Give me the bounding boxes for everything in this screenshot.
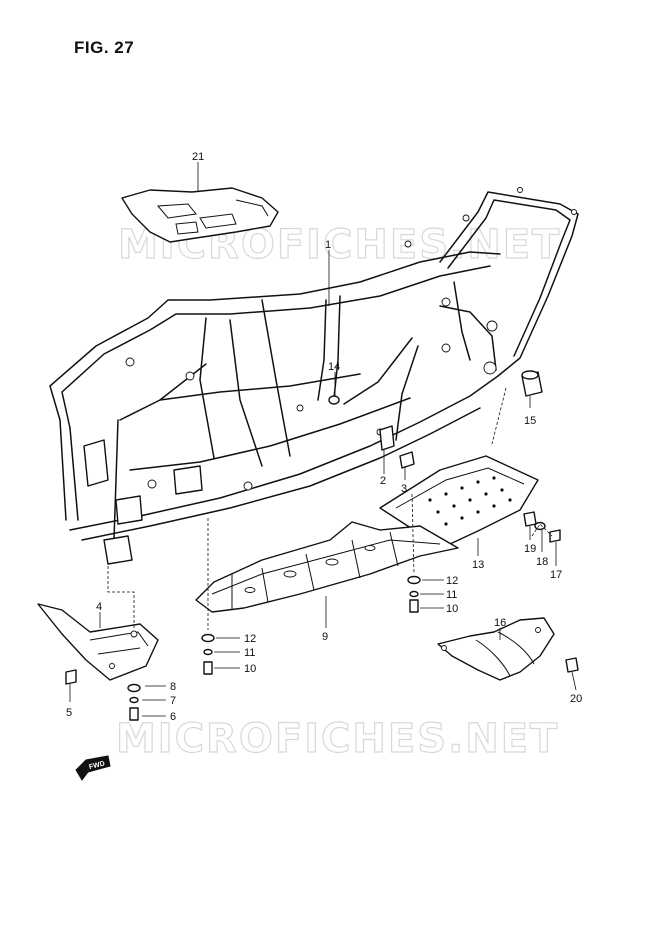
callout-21: 20 xyxy=(570,693,582,705)
callout-2: 2 xyxy=(380,475,386,487)
callout-6: 6 xyxy=(170,711,176,723)
part-16-collar xyxy=(523,511,537,527)
part-5-bolt xyxy=(65,669,77,685)
callout-12-right: 12 xyxy=(446,575,458,587)
part-3-bolt xyxy=(399,451,415,469)
part-10-bolt-center xyxy=(203,661,213,675)
callout-11-right: 11 xyxy=(446,589,457,601)
callout-15: 18 xyxy=(536,556,548,568)
part-15-washer xyxy=(534,521,546,531)
part-12-grommet-right xyxy=(407,575,421,585)
assembly-guide-lines xyxy=(107,387,553,630)
part-11-washer-center xyxy=(203,648,213,656)
callout-7: 7 xyxy=(170,695,176,707)
callout-4: 4 xyxy=(96,601,102,613)
part-9-main-skid-plate xyxy=(195,521,459,613)
callout-17: 21 xyxy=(192,151,204,163)
callout-3: 3 xyxy=(401,483,407,495)
callout-11-center: 11 xyxy=(244,647,255,659)
part-20-heat-guard xyxy=(437,617,555,681)
part-19-bushing xyxy=(521,370,543,397)
part-10-bolt-right xyxy=(409,599,419,613)
callout-10-center: 10 xyxy=(244,663,256,675)
part-11-washer-right xyxy=(409,590,419,598)
part-18-bolt xyxy=(328,395,340,405)
part-8-grommet xyxy=(127,683,141,693)
part-6-bolt xyxy=(129,707,139,721)
part-4-front-guard xyxy=(37,603,159,681)
part-1-main-frame xyxy=(49,187,579,565)
part-7-washer xyxy=(129,696,139,704)
callout-16: 19 xyxy=(524,543,536,555)
callout-8: 8 xyxy=(170,681,176,693)
part-14-bolt xyxy=(549,529,561,543)
figure-title: FIG. 27 xyxy=(74,38,135,57)
fwd-label: FWD xyxy=(88,760,105,771)
callout-10-right: 10 xyxy=(446,603,458,615)
callout-9: 9 xyxy=(322,631,328,643)
part-12-grommet-center xyxy=(201,633,215,643)
part-17-cover-plate xyxy=(121,187,279,243)
callout-18: 14 xyxy=(328,361,340,373)
callout-labels: 21 1 14 2 3 15 4 5 8 7 6 9 12 11 10 12 1… xyxy=(66,151,582,723)
fwd-direction-arrow: FWD xyxy=(75,755,111,781)
callout-20: 16 xyxy=(494,617,506,629)
leader-lines xyxy=(69,162,577,717)
callout-19: 15 xyxy=(524,415,536,427)
callout-12-center: 12 xyxy=(244,633,256,645)
callout-14: 17 xyxy=(550,569,562,581)
callout-5: 5 xyxy=(66,707,72,719)
callout-13: 13 xyxy=(472,559,484,571)
callout-1: 1 xyxy=(325,239,331,251)
part-2-bracket xyxy=(379,425,395,451)
watermark-bottom: MICROFICHES.NET xyxy=(116,716,559,762)
part-21-bolt xyxy=(565,657,579,673)
